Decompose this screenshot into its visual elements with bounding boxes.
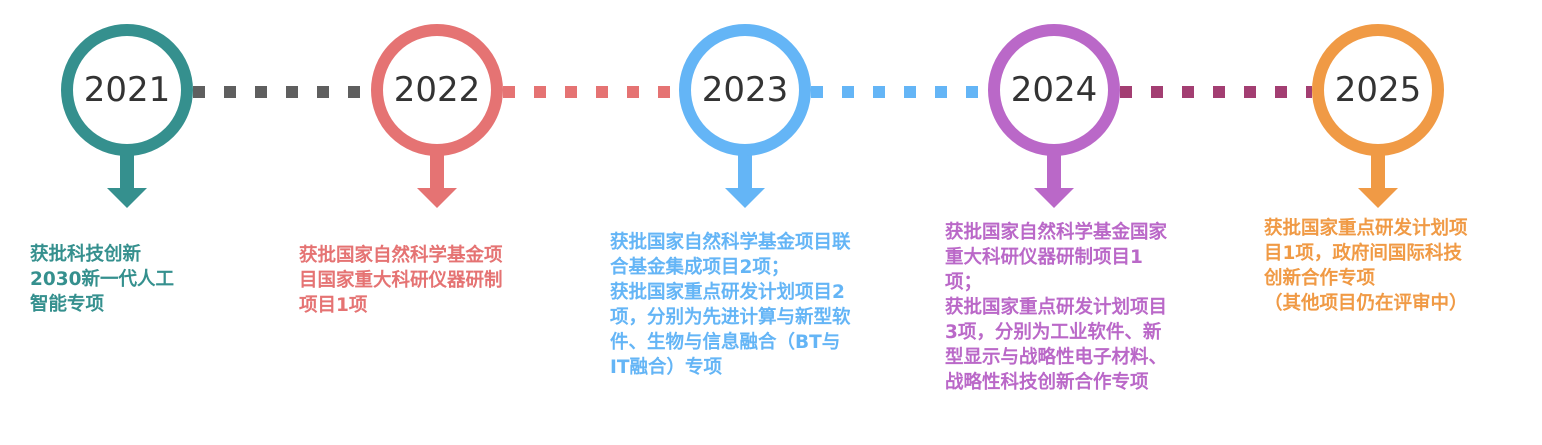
arrow-down-icon [1358,188,1398,208]
year-label: 2021 [83,70,171,110]
arrow-stem [1047,152,1061,190]
description-line: 项目1项 [299,295,368,316]
description-line: 合基金集成项目2项； [610,257,790,278]
arrow-stem [738,152,752,190]
year-label: 2025 [1334,70,1422,110]
description-line: 智能专项 [30,294,105,315]
arrow-down-icon [725,188,765,208]
year-label: 2024 [1010,70,1098,110]
description-line: 获批国家自然科学基金国家 [945,222,1168,243]
description-line: 创新合作专项 [1264,268,1376,289]
description-line: 项，分别为先进计算与新型软 [610,307,851,328]
description-line: 战略性科技创新合作专项 [945,372,1149,393]
description-line: 项； [945,272,983,293]
description-line: 获批国家自然科学基金项目联 [610,232,851,253]
milestone-2022: 2022 [371,24,503,214]
description-line: 获批国家重点研发计划项目2 [610,282,845,303]
connector-2023-2024 [811,86,989,98]
description-line: 重大科研仪器研制项目1 [945,247,1143,268]
description-line: IT融合）专项 [610,357,723,378]
description-line: 件、生物与信息融合（BT与 [610,332,841,353]
connector-2022-2023 [503,86,681,98]
milestone-2021: 2021 [61,24,193,214]
description-line: （其他项目仍在评审中） [1264,293,1468,314]
connector-2024-2025 [1120,86,1312,98]
description-2022: 获批国家自然科学基金项 目国家重大科研仪器研制 项目1项 [299,243,503,318]
description-line: 获批国家重点研发计划项 [1264,218,1468,239]
milestone-2023: 2023 [679,24,811,214]
year-circle: 2025 [1312,24,1444,156]
year-label: 2022 [393,70,481,110]
arrow-stem [120,152,134,190]
description-line: 2030新一代人工 [30,269,174,290]
description-2021: 获批科技创新 2030新一代人工 智能专项 [30,242,174,317]
year-circle: 2023 [679,24,811,156]
description-line: 获批国家自然科学基金项 [299,245,503,266]
description-line: 获批国家重点研发计划项目 [945,297,1168,318]
milestone-2024: 2024 [988,24,1120,214]
arrow-stem [430,152,444,190]
description-line: 目国家重大科研仪器研制 [299,270,503,291]
year-circle: 2024 [988,24,1120,156]
description-line: 型显示与战略性电子材料、 [945,347,1168,368]
description-line: 3项，分别为工业软件、新 [945,322,1162,343]
arrow-down-icon [417,188,457,208]
year-label: 2023 [701,70,789,110]
description-line: 目1项，政府间国际科技 [1264,243,1462,264]
arrow-down-icon [1034,188,1074,208]
description-2024: 获批国家自然科学基金国家 重大科研仪器研制项目1 项； 获批国家重点研发计划项目… [945,220,1167,395]
description-line: 获批科技创新 [30,244,142,265]
year-circle: 2021 [61,24,193,156]
year-circle: 2022 [371,24,503,156]
arrow-down-icon [107,188,147,208]
connector-2021-2022 [193,86,373,98]
arrow-stem [1371,152,1385,190]
milestone-2025: 2025 [1312,24,1444,214]
description-2025: 获批国家重点研发计划项 目1项，政府间国际科技 创新合作专项 （其他项目仍在评审… [1264,216,1468,316]
description-2023: 获批国家自然科学基金项目联 合基金集成项目2项； 获批国家重点研发计划项目2 项… [610,230,851,380]
